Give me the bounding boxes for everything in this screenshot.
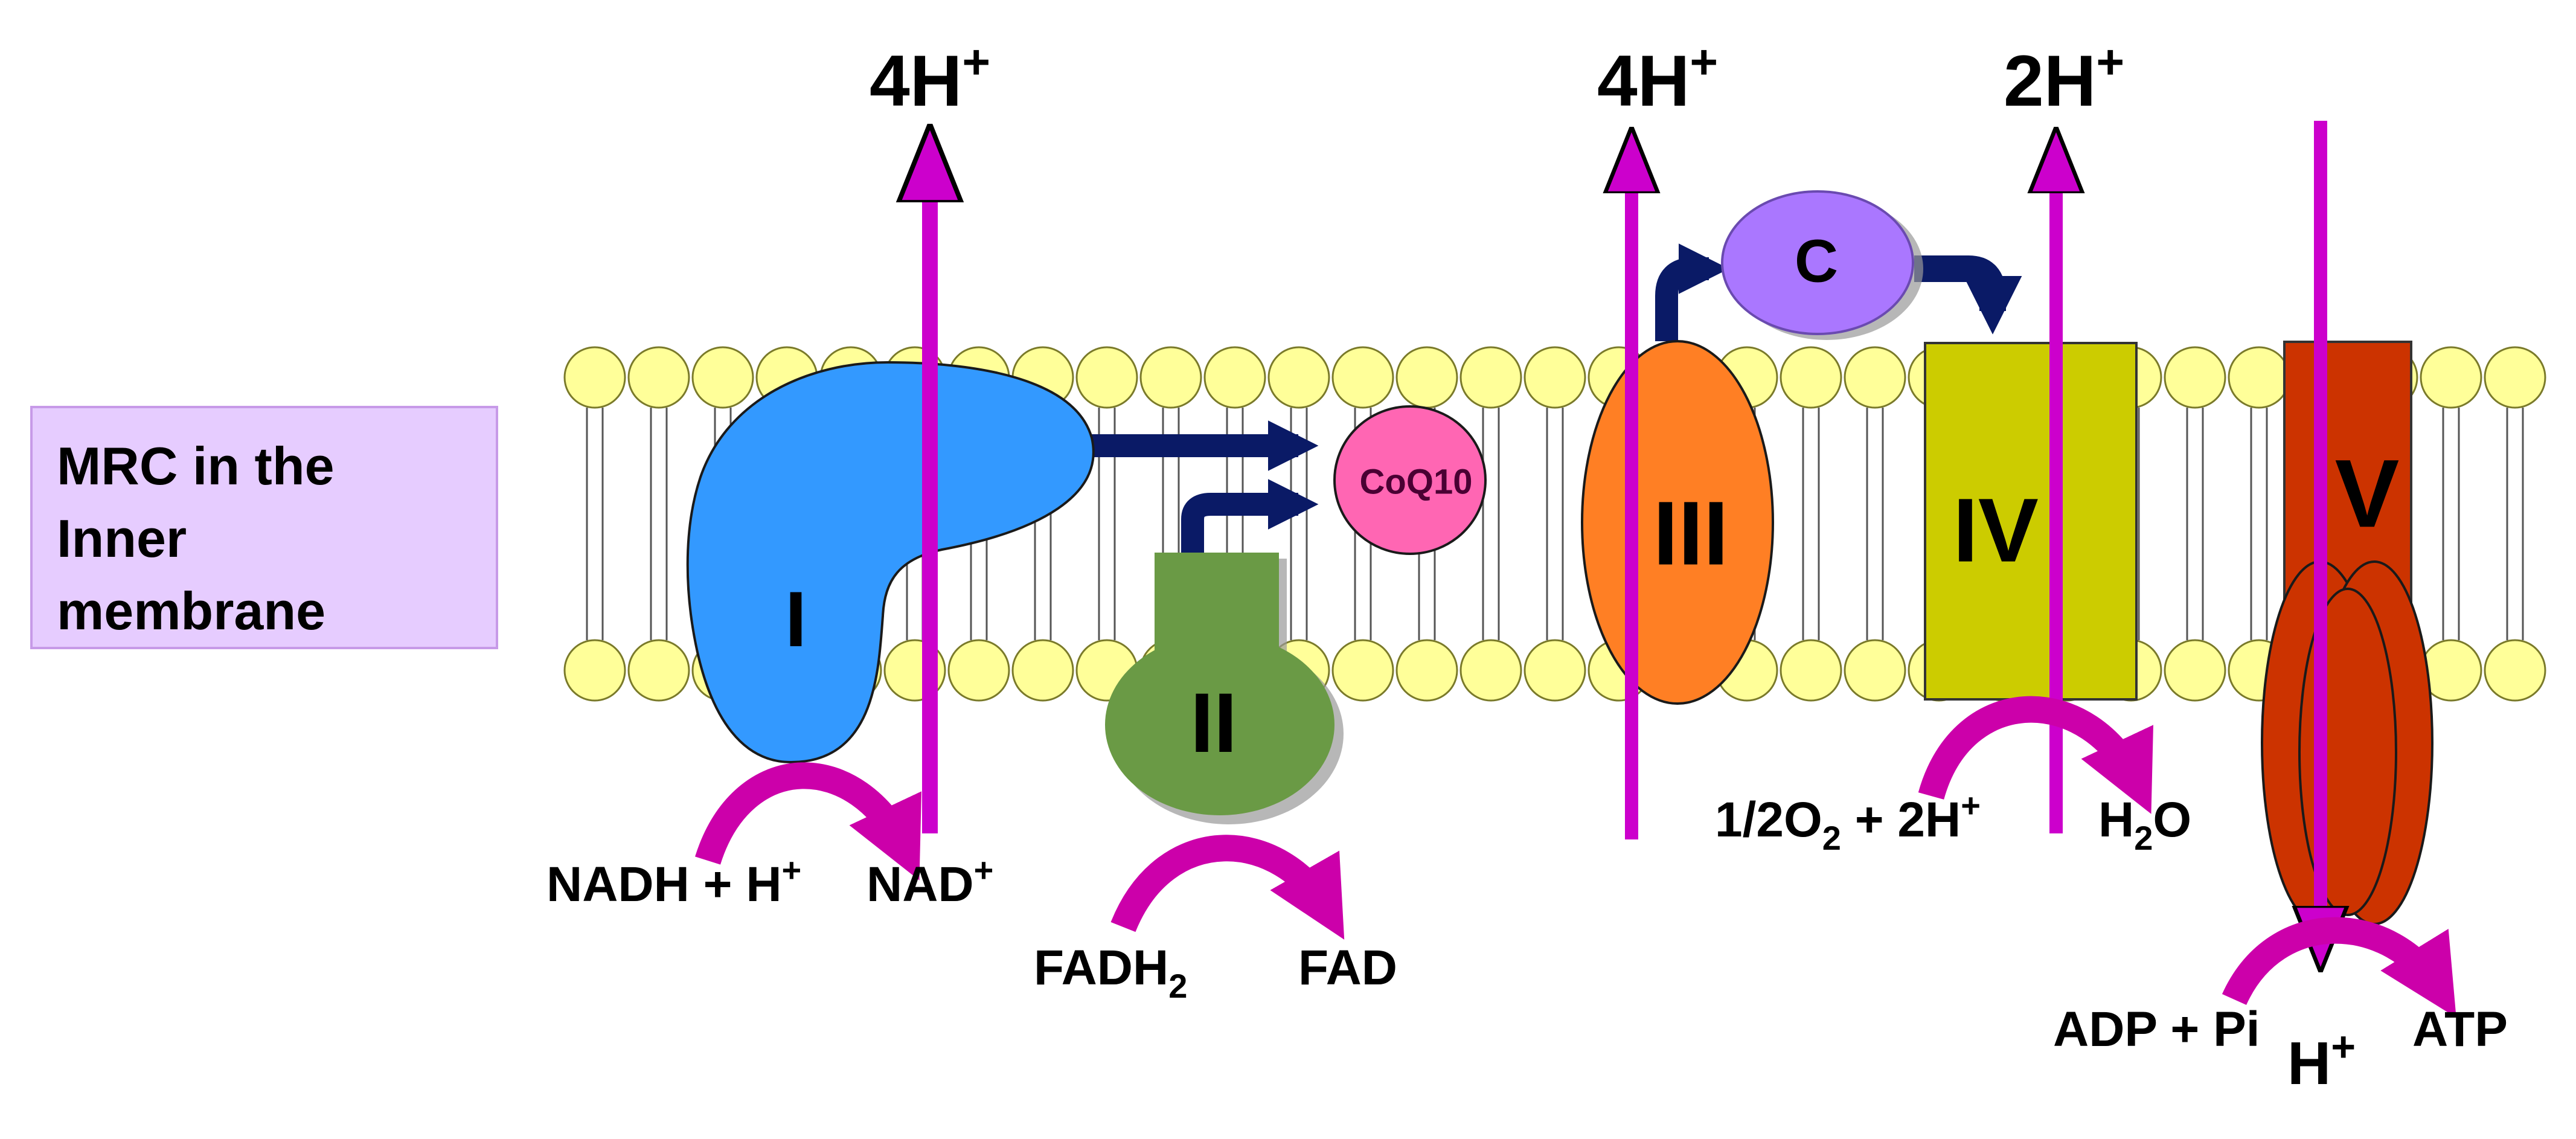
cytochrome-c-label: C xyxy=(1795,227,1838,295)
fad-label: FAD xyxy=(1298,940,1397,995)
lipid-head xyxy=(1523,346,1586,409)
complex-I-label: I xyxy=(785,575,807,663)
coq10-label: CoQ10 xyxy=(1360,462,1473,501)
oxygen-label: 1/2O2 + 2H+ xyxy=(1715,786,1981,857)
fadh2-label: FADH2 xyxy=(1034,940,1187,1005)
proton-label-I: 4H+ xyxy=(870,35,990,121)
reaction-labels: NADH + H+ NAD+ FADH2 FAD 1/2O2 + 2H+ H2O… xyxy=(546,786,2508,1057)
proton-arrows xyxy=(930,121,2321,939)
reaction-arrow-II xyxy=(1110,835,1345,940)
title-line-1: MRC in the xyxy=(57,436,335,496)
lipid-head xyxy=(2164,346,2226,409)
electron-arrow-II-to-coq10 xyxy=(1181,479,1319,556)
proton-label-III: 4H+ xyxy=(1597,35,1718,121)
lipid-head xyxy=(2484,639,2546,702)
complex-IV-label: IV xyxy=(1953,480,2039,581)
proton-label-IV: 2H+ xyxy=(2004,35,2124,121)
electron-arrow-c-to-IV xyxy=(1914,255,2022,335)
nad-label: NAD+ xyxy=(867,851,993,912)
lipid-head xyxy=(563,346,626,409)
complex-III: III xyxy=(1581,340,1774,705)
complex-I: I xyxy=(686,361,1095,764)
lipid-head xyxy=(1844,346,1906,409)
water-label: H2O xyxy=(2098,792,2191,857)
complex-II: II xyxy=(1105,553,1344,824)
lipid-head xyxy=(1844,639,1906,702)
title-line-2: Inner xyxy=(57,509,187,568)
complex-II-stem xyxy=(1155,553,1279,685)
title-line-3: membrane xyxy=(57,581,326,641)
lipid-head xyxy=(1459,346,1522,409)
lipid-head xyxy=(1011,639,1074,702)
lipid-head xyxy=(2420,346,2482,409)
electron-arrows xyxy=(1087,243,2022,556)
lipid-head xyxy=(1203,346,1266,409)
lipid-head xyxy=(2164,639,2226,702)
title-box: MRC in the Inner membrane xyxy=(30,406,498,649)
reaction-arrow-I xyxy=(695,762,921,881)
reaction-arrows xyxy=(695,696,2456,1018)
cytochrome-c: C xyxy=(1721,190,1923,340)
lipid-head xyxy=(563,639,626,702)
lipid-head xyxy=(691,346,754,409)
lipid-head xyxy=(1331,346,1394,409)
lipid-head xyxy=(2228,346,2290,409)
lipid-head xyxy=(1459,639,1522,702)
lipid-head xyxy=(1075,346,1138,409)
coq10: CoQ10 xyxy=(1333,405,1487,555)
lipid-head xyxy=(1523,639,1586,702)
lipid-head xyxy=(627,639,690,702)
lipid-head xyxy=(1780,639,1842,702)
lipid-head xyxy=(1395,639,1458,702)
reaction-arrow-IV xyxy=(1918,696,2153,814)
complex-V: V xyxy=(2261,341,2433,925)
reaction-arrow-V xyxy=(2222,917,2456,1018)
electron-arrow-III-to-c xyxy=(1655,243,1729,341)
lipid-head xyxy=(1331,639,1394,702)
complex-V-label: V xyxy=(2335,439,2400,547)
lipid-head xyxy=(1267,346,1330,409)
complex-II-label: II xyxy=(1190,675,1237,770)
lipid-head xyxy=(1395,346,1458,409)
lipid-head xyxy=(2484,346,2546,409)
atp-label: ATP xyxy=(2412,1002,2508,1057)
adp-label: ADP + Pi xyxy=(2053,1002,2260,1057)
lipid-head xyxy=(627,346,690,409)
lipid-head xyxy=(947,639,1010,702)
lipid-head xyxy=(1780,346,1842,409)
proton-labels: 4H+ 4H+ 2H+ H+ xyxy=(870,35,2356,1097)
complex-III-label: III xyxy=(1653,483,1728,584)
proton-label-V: H+ xyxy=(2287,1023,2356,1097)
nadh-label: NADH + H+ xyxy=(546,851,801,912)
complex-IV: IV xyxy=(1924,342,2138,701)
complex-I-shape xyxy=(686,361,1095,764)
lipid-head xyxy=(1139,346,1202,409)
